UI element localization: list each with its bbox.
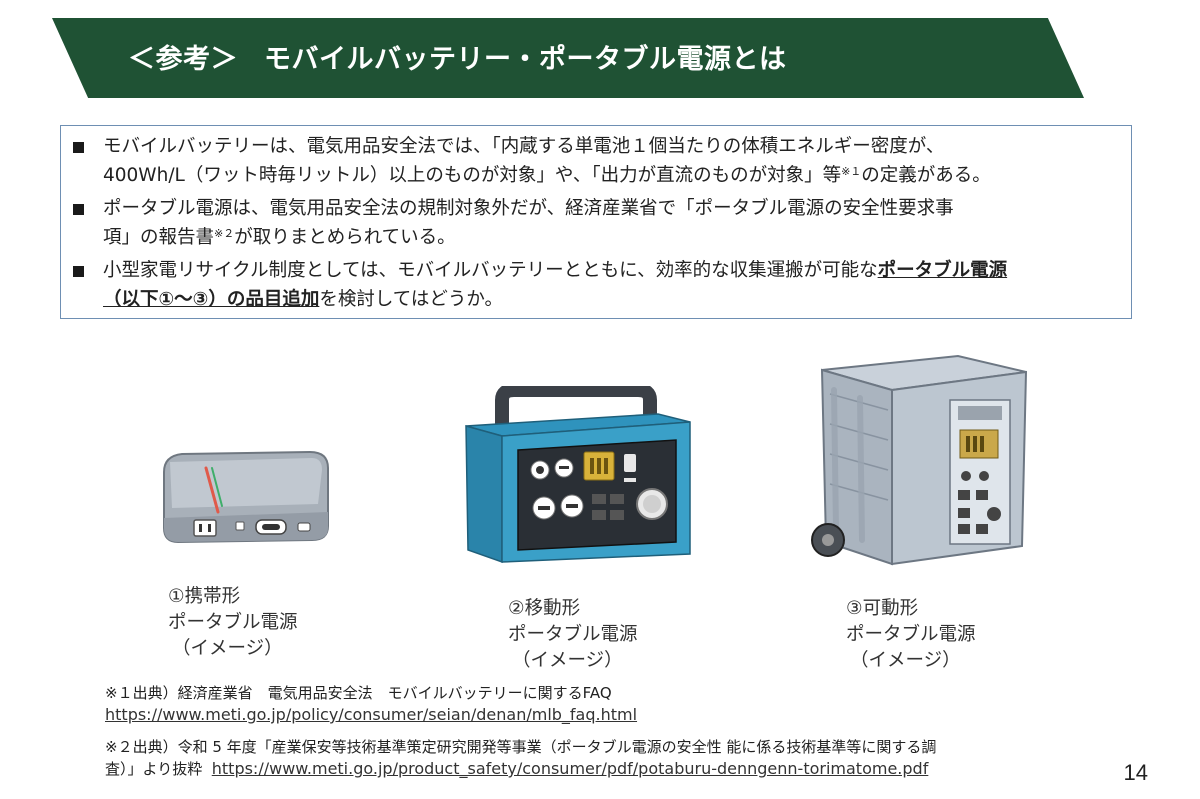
caption-line: ①携帯形 <box>168 586 241 607</box>
footnote-marker: ※２ <box>214 227 235 240</box>
footnote-1-link[interactable]: https://www.meti.go.jp/policy/consumer/s… <box>105 705 638 724</box>
bullet-text: を検討してはどうか。 <box>319 289 504 310</box>
caption-line: ポータブル電源 <box>846 624 976 645</box>
caption-line: ③可動形 <box>846 598 919 619</box>
square-bullet-icon <box>73 266 84 277</box>
bullet-text: ポータブル電源は、電気用品安全法の規制対象外だが、経済産業省で「ポータブル電源の… <box>103 198 954 219</box>
footnote-2: ※２出典）令和 5 年度「産業保安等技術基準策定研究開発等事業（ポータブル電源の… <box>105 737 936 780</box>
footnote-text: ※２出典）令和 5 年度「産業保安等技術基準策定研究開発等事業（ポータブル電源の… <box>105 738 937 756</box>
wheeled-power-station-illustration <box>811 354 1028 566</box>
footnote-2-link[interactable]: https://www.meti.go.jp/product_safety/co… <box>211 759 929 778</box>
caption-line: ポータブル電源 <box>168 612 298 633</box>
caption-line: （イメージ） <box>172 638 283 659</box>
footnote-marker: ※１ <box>841 165 862 178</box>
handheld-power-bank-illustration <box>163 450 329 544</box>
bullet-item-mobile-battery: モバイルバッテリーは、電気用品安全法では、「内蔵する単電池１個当たりの体積エネル… <box>73 132 1123 190</box>
square-bullet-icon <box>73 204 84 215</box>
title-tag: ＜参考＞ <box>128 44 238 75</box>
bullet-text: の定義がある。 <box>861 165 991 186</box>
page-title: ＜参考＞ モバイルバッテリー・ポータブル電源とは <box>128 38 787 82</box>
title-text: モバイルバッテリー・ポータブル電源とは <box>264 44 787 75</box>
caption-line: ②移動形 <box>508 598 581 619</box>
bullet-text: が取りまとめられている。 <box>234 227 456 248</box>
bullet-text: 項」の報告書 <box>103 227 215 248</box>
product-caption-3: ③可動形 ポータブル電源 （イメージ） <box>846 596 976 674</box>
caption-line: ポータブル電源 <box>508 624 638 645</box>
bullet-item-portable-power: ポータブル電源は、電気用品安全法の規制対象外だが、経済産業省で「ポータブル電源の… <box>73 194 1123 252</box>
bullet-text: 400Wh/L（ワット時毎リットル）以上のものが対象」や、「出力が直流のものが対… <box>103 165 842 186</box>
summary-box: モバイルバッテリーは、電気用品安全法では、「内蔵する単電池１個当たりの体積エネル… <box>60 125 1132 319</box>
square-bullet-icon <box>73 142 84 153</box>
portable-power-station-illustration <box>465 386 691 564</box>
caption-line: （イメージ） <box>850 650 961 671</box>
bullet-text: モバイルバッテリーは、電気用品安全法では、「内蔵する単電池１個当たりの体積エネル… <box>103 136 945 157</box>
caption-line: （イメージ） <box>512 650 623 671</box>
footnote-1: ※１出典）経済産業省 電気用品安全法 モバイルバッテリーに関するFAQ http… <box>105 683 637 726</box>
footnote-text: 査）」より抜粋 <box>105 760 203 778</box>
bullet-emphasis: ポータブル電源 <box>877 260 1008 281</box>
page-number: 14 <box>1123 760 1148 785</box>
bullet-item-recycling: 小型家電リサイクル制度としては、モバイルバッテリーとともに、効率的な収集運搬が可… <box>73 256 1123 314</box>
product-caption-1: ①携帯形 ポータブル電源 （イメージ） <box>168 584 298 662</box>
bullet-text: 小型家電リサイクル制度としては、モバイルバッテリーとともに、効率的な収集運搬が可… <box>103 260 878 281</box>
title-banner <box>52 18 1084 98</box>
footnote-text: ※１出典）経済産業省 電気用品安全法 モバイルバッテリーに関するFAQ <box>105 684 612 702</box>
product-caption-2: ②移動形 ポータブル電源 （イメージ） <box>508 596 638 674</box>
bullet-emphasis: （以下①～③）の品目追加 <box>103 289 320 310</box>
